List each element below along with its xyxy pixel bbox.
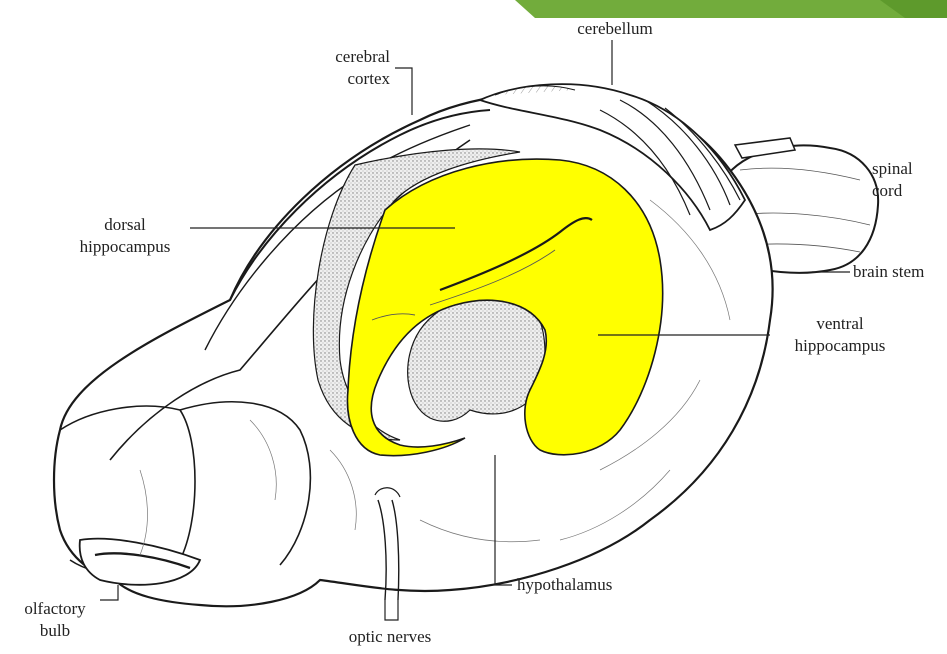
label-ventral-hippocampus-line2: hippocampus: [775, 335, 905, 357]
label-brain-stem: brain stem: [853, 261, 924, 283]
label-spinal-cord-line1: spinal: [872, 158, 913, 180]
label-olfactory-bulb-line2: bulb: [5, 620, 105, 642]
label-spinal-cord-line2: cord: [872, 180, 913, 202]
label-dorsal-hippocampus-line1: dorsal: [60, 214, 190, 236]
label-hypothalamus: hypothalamus: [517, 574, 612, 596]
leader-optic-nerves: [385, 600, 398, 620]
header-banner: [515, 0, 947, 18]
label-cerebral-cortex-line1: cerebral: [300, 46, 390, 68]
label-ventral-hippocampus-line1: ventral: [775, 313, 905, 335]
label-olfactory-bulb: olfactory bulb: [5, 598, 105, 642]
label-spinal-cord: spinal cord: [872, 158, 913, 202]
label-cerebral-cortex: cerebral cortex: [300, 46, 390, 90]
label-dorsal-hippocampus: dorsal hippocampus: [60, 214, 190, 258]
label-optic-nerves: optic nerves: [315, 626, 465, 648]
leader-cerebral-cortex: [395, 68, 412, 115]
label-ventral-hippocampus: ventral hippocampus: [775, 313, 905, 357]
label-cerebellum: cerebellum: [560, 18, 670, 40]
label-olfactory-bulb-line1: olfactory: [5, 598, 105, 620]
label-dorsal-hippocampus-line2: hippocampus: [60, 236, 190, 258]
label-cerebral-cortex-line2: cortex: [300, 68, 390, 90]
